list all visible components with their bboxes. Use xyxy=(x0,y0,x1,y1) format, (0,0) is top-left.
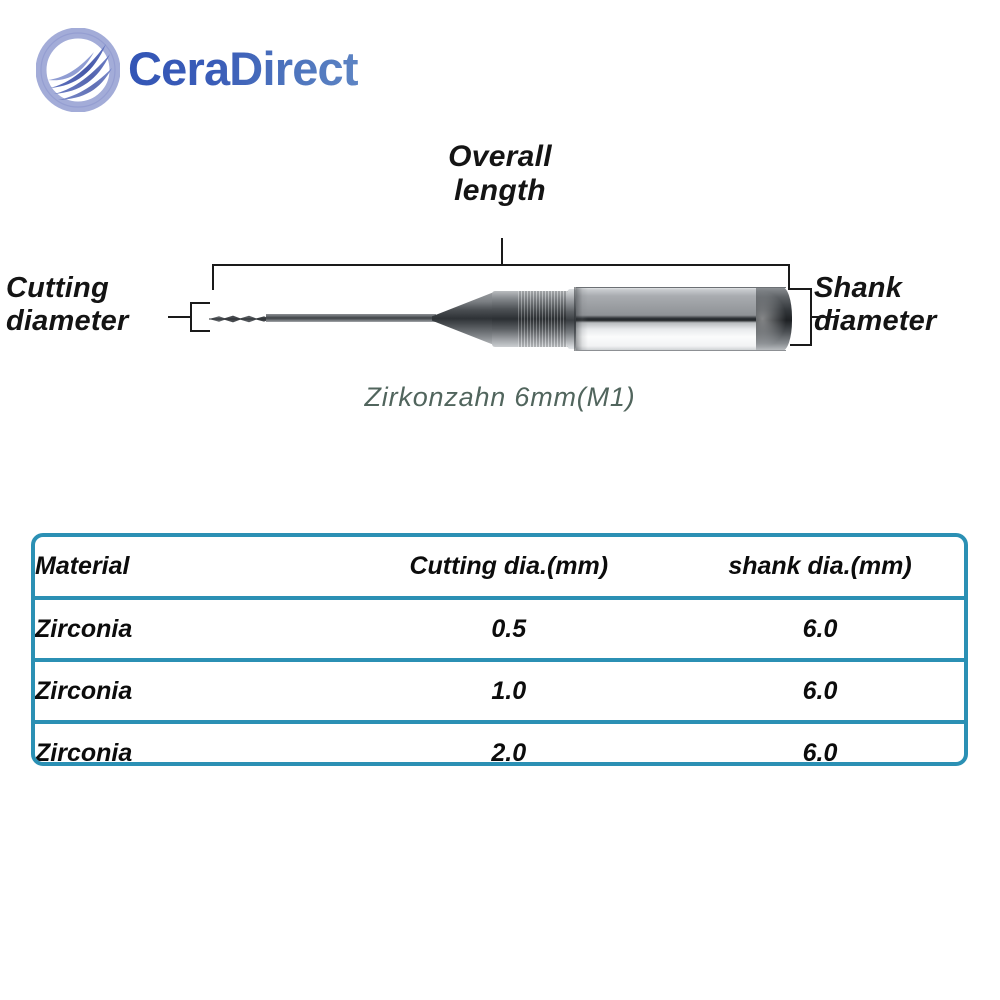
bur-ribbed-band xyxy=(518,291,570,347)
cell-material: Zirconia xyxy=(35,614,133,643)
shank-diameter-leader-line xyxy=(812,316,838,318)
bracket-rail xyxy=(212,264,790,266)
shank-diameter-label: Shank diameter xyxy=(814,272,990,338)
cutting-diameter-label: Cutting diameter xyxy=(6,272,164,338)
column-header-cutting-dia: Cutting dia.(mm) xyxy=(341,537,676,600)
shank-diameter-bracket xyxy=(790,288,812,346)
overall-length-dimension-bracket xyxy=(212,238,790,290)
column-header-material: Material xyxy=(35,537,342,600)
table-row: Zirconia 1.0 6.0 xyxy=(35,658,964,722)
table-row: Zirconia 0.5 6.0 xyxy=(35,598,964,660)
bur-shank-end-cap xyxy=(756,287,792,351)
product-diagram: Overall length Cutting diameter Shank di… xyxy=(0,120,1000,430)
cell-material: Zirconia xyxy=(35,720,342,762)
cutting-diameter-label-line1: Cutting xyxy=(6,272,109,304)
cutting-tip-flutes xyxy=(209,312,271,324)
product-caption: Zirkonzahn 6mm(M1) xyxy=(364,382,636,412)
column-header-shank-dia: shank dia.(mm) xyxy=(676,537,964,600)
cutting-diameter-leader-line xyxy=(168,316,192,318)
overall-length-label-line1: Overall xyxy=(448,140,552,173)
cell-shank-dia: 6.0 xyxy=(676,658,964,722)
cell-material: Zirconia xyxy=(35,658,342,722)
table-header-row: Material Cutting dia.(mm) shank dia.(mm) xyxy=(35,537,964,600)
brand-wordmark: CeraDirect xyxy=(128,42,359,95)
bracket-tick-left xyxy=(212,264,214,290)
dental-milling-bur-icon xyxy=(200,275,800,365)
specification-table: Material Cutting dia.(mm) shank dia.(mm)… xyxy=(31,533,968,766)
shank-diameter-label-line1: Shank xyxy=(814,272,903,304)
ceradirect-logo-icon xyxy=(35,27,121,113)
bracket-tick-right xyxy=(788,264,790,290)
overall-length-label: Overall length xyxy=(390,140,610,207)
cutting-diameter-bracket xyxy=(190,302,210,332)
cutting-diameter-label-line2: diameter xyxy=(6,305,129,338)
shank-diameter-label-line2: diameter xyxy=(814,305,937,338)
brand-logo: CeraDirect xyxy=(35,27,396,114)
cell-cutting-dia: 0.5 xyxy=(491,614,527,643)
bur-shank-shoulder xyxy=(574,287,588,351)
cell-shank-dia: 6.0 xyxy=(676,720,964,762)
bracket-stem xyxy=(501,238,503,265)
bur-shank-body xyxy=(576,287,774,351)
bur-collar xyxy=(492,291,520,347)
bur-taper-cone xyxy=(432,292,494,345)
table-row: Zirconia 2.0 6.0 xyxy=(35,720,964,762)
overall-length-label-line2: length xyxy=(454,173,546,207)
cell-cutting-dia: 1.0 xyxy=(341,658,676,722)
cell-shank-dia: 6.0 xyxy=(802,614,838,643)
cell-cutting-dia: 2.0 xyxy=(341,720,676,762)
bur-neck-shaft xyxy=(266,314,436,322)
